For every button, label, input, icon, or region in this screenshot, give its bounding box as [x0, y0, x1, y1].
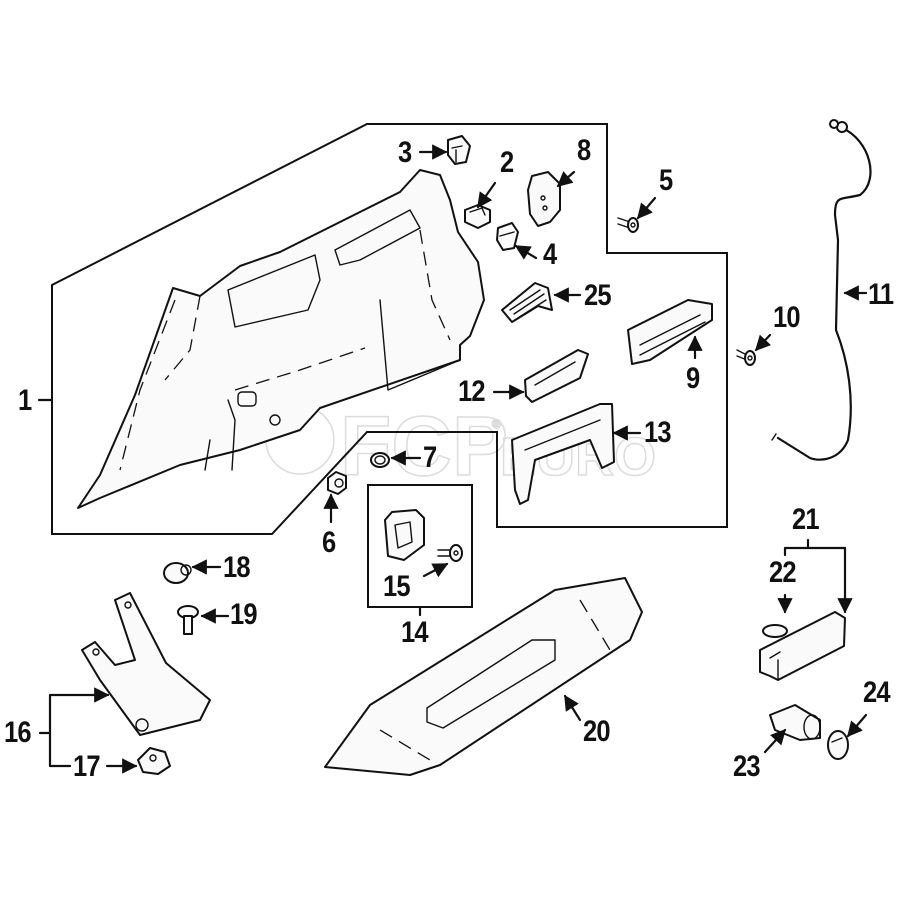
callout-12[interactable]: 12 [458, 375, 486, 408]
arrow-2 [476, 181, 497, 209]
arrow-24 [846, 713, 868, 738]
leader-16-17-bracket [38, 693, 100, 768]
callout-24[interactable]: 24 [863, 676, 891, 709]
part-17-bushing[interactable] [137, 747, 171, 775]
part-1-quarter-trim-panel[interactable] [77, 169, 485, 509]
callout-10[interactable]: 10 [773, 301, 801, 334]
part-21-lamp[interactable] [759, 611, 846, 681]
callout-13[interactable]: 13 [644, 416, 672, 449]
callout-8[interactable]: 8 [577, 134, 591, 167]
callout-5[interactable]: 5 [659, 164, 673, 197]
watermark-brand: FCP [340, 399, 508, 493]
part-11-hose[interactable] [771, 119, 872, 461]
part-12-cover[interactable] [524, 349, 589, 403]
group-outline-panel [51, 123, 728, 535]
part-2-clip[interactable] [464, 204, 491, 229]
part-18-nut[interactable] [163, 562, 192, 584]
callout-9[interactable]: 9 [686, 362, 700, 395]
arrow-4 [514, 244, 538, 260]
callout-18[interactable]: 18 [223, 551, 251, 584]
arrow-10 [754, 333, 772, 352]
part-6-nut[interactable] [327, 471, 347, 495]
part-19-bolt[interactable] [177, 605, 199, 635]
part-13-bezel[interactable] [511, 403, 615, 505]
part-23-outlet[interactable] [769, 704, 821, 741]
callout-6[interactable]: 6 [322, 526, 336, 559]
arrow-5 [636, 196, 657, 220]
part-16-bracket[interactable] [81, 592, 211, 736]
part-7-retainer[interactable] [370, 452, 390, 468]
watermark-registered: ® [492, 417, 501, 431]
arrow-15 [422, 562, 449, 578]
part-4-clip[interactable] [496, 222, 519, 251]
callout-15[interactable]: 15 [383, 570, 411, 603]
callout-22[interactable]: 22 [769, 556, 797, 589]
callout-4[interactable]: 4 [543, 238, 557, 271]
part-8-bracket[interactable] [527, 171, 561, 227]
part-25-vent[interactable] [501, 282, 553, 323]
callout-25[interactable]: 25 [584, 279, 612, 312]
part-9-handle[interactable] [627, 299, 713, 365]
part-22-bulb[interactable] [762, 624, 788, 638]
part-14-hook[interactable] [384, 509, 425, 561]
arrow-23 [763, 728, 787, 754]
callout-2[interactable]: 2 [500, 146, 514, 179]
callout-1[interactable]: 1 [18, 384, 32, 417]
part-24-cap[interactable] [827, 730, 849, 760]
callout-3[interactable]: 3 [398, 136, 412, 169]
callout-16[interactable]: 16 [4, 716, 32, 749]
part-3-clip[interactable] [447, 135, 471, 165]
part-20-scuff-plate[interactable] [324, 577, 643, 776]
arrow-8 [556, 170, 576, 188]
callout-7[interactable]: 7 [423, 441, 437, 474]
callout-11[interactable]: 11 [868, 278, 894, 311]
callout-19[interactable]: 19 [230, 598, 258, 631]
part-15-screw[interactable] [437, 544, 463, 562]
callout-17[interactable]: 17 [73, 750, 101, 783]
callout-23[interactable]: 23 [733, 750, 761, 783]
part-5-screw[interactable] [617, 217, 639, 233]
callout-14[interactable]: 14 [401, 616, 429, 649]
part-10-screw[interactable] [736, 349, 756, 366]
callout-20[interactable]: 20 [583, 715, 611, 748]
leader-21-bracket [783, 538, 847, 557]
arrow-20 [563, 694, 582, 722]
callout-21[interactable]: 21 [792, 503, 820, 536]
